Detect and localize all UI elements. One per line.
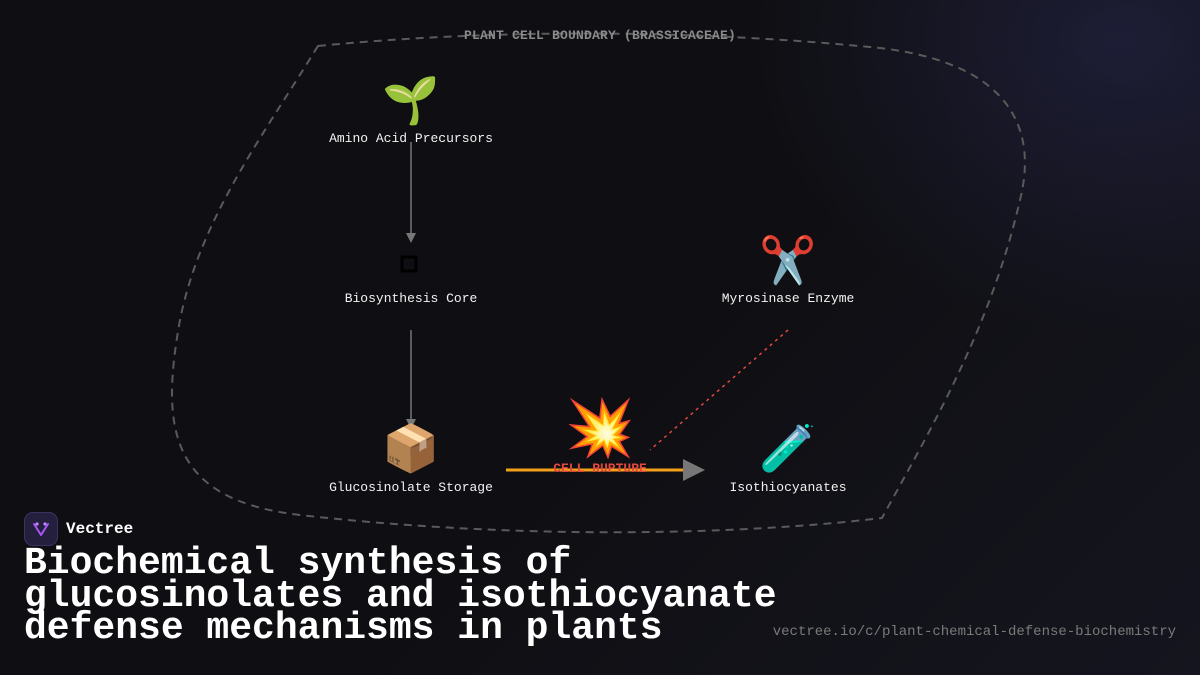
seedling-icon: 🌱 [382, 73, 439, 127]
node-label-enzyme: Myrosinase Enzyme [722, 291, 855, 306]
node-amino-acid-precursors: 🌱 Amino Acid Precursors [329, 73, 493, 146]
source-url[interactable]: vectree.io/c/plant-chemical-defense-bioc… [772, 624, 1176, 640]
rupture-label: CELL RUPTURE [553, 461, 647, 476]
boundary-label: PLANT CELL BOUNDARY (BRASSICACEAE) [464, 28, 736, 43]
node-myrosinase-enzyme: ✂️ Myrosinase Enzyme [722, 232, 855, 306]
package-icon: 📦 [382, 421, 439, 475]
enzyme-link-dotted [649, 329, 789, 451]
node-label-product: Isothiocyanates [729, 480, 846, 495]
explosion-icon: 💥 [565, 396, 635, 461]
test-tube-icon: 🧪 [759, 421, 816, 475]
brand-name: Vectree [66, 520, 134, 538]
node-biosynthesis-core: Biosynthesis Core [345, 255, 478, 306]
cell-boundary [171, 32, 1026, 534]
node-label-storage: Glucosinolate Storage [329, 480, 493, 495]
scissors-icon: ✂️ [759, 232, 816, 287]
node-glucosinolate-storage: 📦 Glucosinolate Storage [329, 421, 493, 495]
brand: Vectree [24, 512, 133, 546]
node-isothiocyanates: 🧪 Isothiocyanates [729, 421, 846, 495]
cell-rupture-event: 💥 CELL RUPTURE [553, 396, 647, 476]
node-label-precursors: Amino Acid Precursors [329, 131, 493, 146]
square-core-icon [400, 255, 418, 273]
page-title: Biochemical synthesis of glucosinolates … [24, 542, 777, 650]
node-label-biosynthesis: Biosynthesis Core [345, 291, 478, 306]
rupture-arrow-head [683, 459, 705, 481]
vectree-logo-icon [24, 512, 58, 546]
